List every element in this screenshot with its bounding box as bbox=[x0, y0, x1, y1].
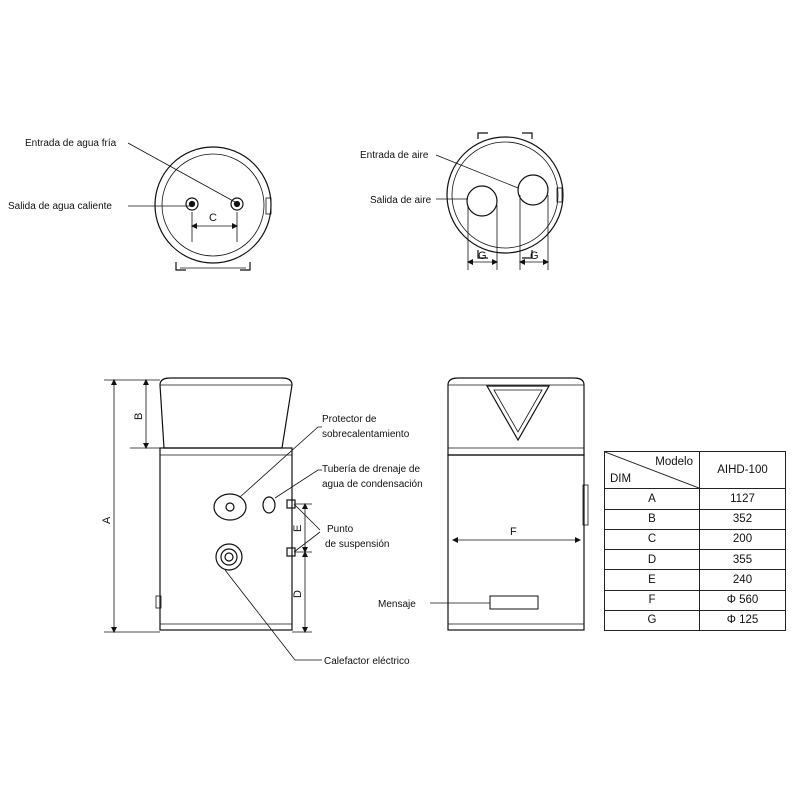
row-dim: B bbox=[604, 508, 700, 530]
row-value: Φ 125 bbox=[699, 609, 786, 632]
hanging-point-bottom-icon bbox=[286, 547, 296, 557]
dim-label-b: B bbox=[133, 413, 145, 420]
dim-label-d: D bbox=[292, 590, 304, 598]
table-row: D 355 bbox=[604, 549, 786, 571]
row-value: 352 bbox=[699, 508, 786, 530]
air-inlet-icon bbox=[517, 174, 549, 206]
dim-label-a: A bbox=[101, 516, 113, 524]
header-model-name: AIHD-100 bbox=[699, 450, 786, 490]
dim-label-g-left: G bbox=[478, 250, 487, 262]
table-header-row: Modelo DIM AIHD-100 bbox=[604, 450, 786, 490]
table-row: B 352 bbox=[604, 508, 786, 530]
dim-label-c: C bbox=[209, 212, 217, 224]
message-plate bbox=[489, 595, 539, 610]
table-row: A 1127 bbox=[604, 488, 786, 510]
front-view-dimensions bbox=[104, 379, 322, 661]
row-dim: G bbox=[604, 609, 700, 632]
label-condensate-drain-1: Tubería de drenaje de bbox=[322, 464, 420, 475]
row-dim: E bbox=[604, 569, 700, 591]
cold-water-inlet-icon bbox=[230, 197, 244, 211]
row-dim: A bbox=[604, 488, 700, 510]
hanging-point-top-icon bbox=[286, 499, 296, 509]
label-air-inlet: Entrada de aire bbox=[360, 150, 429, 161]
label-hanging-point-1: Punto bbox=[327, 524, 354, 535]
label-cold-water-inlet: Entrada de agua fría bbox=[25, 138, 117, 149]
header-dim-label: DIM bbox=[610, 473, 632, 486]
dim-label-g-right: G bbox=[530, 250, 539, 262]
row-value: Φ 560 bbox=[699, 589, 786, 611]
label-overheat-protector-1: Protector de bbox=[322, 414, 377, 425]
header-model-label: Modelo bbox=[655, 456, 693, 468]
label-air-outlet: Salida de aire bbox=[370, 195, 432, 206]
front-view-body bbox=[155, 377, 296, 631]
electric-heater-icon bbox=[215, 543, 243, 571]
dimensions-table: Modelo DIM AIHD-100 A 1127 B 352 C 200 D… bbox=[604, 450, 786, 632]
row-value: 200 bbox=[699, 528, 786, 551]
table-row: F Φ 560 bbox=[604, 589, 786, 611]
overheat-protector-icon bbox=[213, 493, 247, 521]
row-dim: D bbox=[604, 549, 700, 571]
hot-water-outlet-icon bbox=[185, 197, 199, 211]
diagonal-divider bbox=[605, 452, 699, 488]
row-dim: C bbox=[604, 528, 700, 551]
table-row: E 240 bbox=[604, 569, 786, 591]
label-electric-heater: Calefactor eléctrico bbox=[324, 656, 410, 667]
row-value: 240 bbox=[699, 569, 786, 591]
table-header-diagonal-cell: Modelo DIM bbox=[604, 450, 700, 490]
air-outlet-icon bbox=[466, 185, 498, 217]
label-condensate-drain-2: agua de condensación bbox=[322, 479, 423, 490]
side-view-dimensions bbox=[430, 537, 581, 604]
top-view-air bbox=[435, 132, 564, 270]
table-row: G Φ 125 bbox=[604, 609, 786, 632]
label-hot-water-outlet: Salida de agua caliente bbox=[8, 201, 112, 212]
dim-label-e: E bbox=[292, 525, 304, 532]
label-hanging-point-2: de suspensión bbox=[325, 539, 390, 550]
row-dim: F bbox=[604, 589, 700, 611]
label-message: Mensaje bbox=[378, 599, 416, 610]
row-value: 355 bbox=[699, 549, 786, 571]
table-row: C 200 bbox=[604, 528, 786, 551]
condensate-drain-icon bbox=[262, 496, 276, 514]
dim-label-f: F bbox=[510, 526, 517, 538]
top-view-water bbox=[127, 142, 272, 271]
side-view-body bbox=[447, 377, 589, 631]
label-overheat-protector-2: sobrecalentamiento bbox=[322, 429, 410, 440]
row-value: 1127 bbox=[699, 488, 786, 510]
